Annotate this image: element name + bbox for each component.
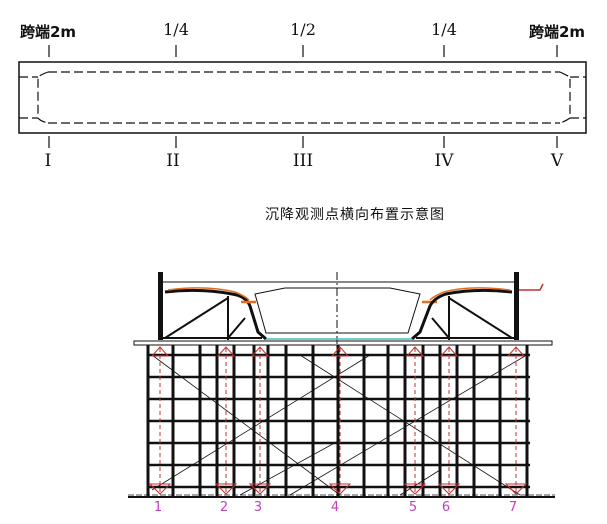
marker-7 [504,346,528,495]
support-scaffold [128,345,555,498]
label-midspan: 1/2 [290,20,316,39]
point-label-7: 7 [508,500,518,515]
marker-1 [148,346,172,495]
label-span-end-left: 跨端2m [19,23,77,41]
point-label-3: 3 [253,500,263,515]
marker-3 [248,346,272,495]
section-label-2: II [166,151,180,171]
marker-5 [403,346,427,495]
point-label-2: 2 [219,500,229,515]
diagram-title: 沉降观测点横向布置示意图 [265,207,445,223]
section-label-1: I [44,151,52,171]
beam-outline [18,61,587,134]
section-label-5: V [550,151,564,171]
settlement-markers [148,346,528,495]
point-label-5: 5 [408,500,418,515]
point-label-1: 1 [153,500,163,515]
inner-void-dashed [19,71,586,124]
label-span-end-right: 跨端2m [528,23,586,41]
section-ticks [48,45,558,148]
label-quarter-left: 1/4 [163,20,189,39]
marker-4 [328,346,352,495]
section-label-3: III [292,151,314,171]
marker-2 [214,346,238,495]
section-label-4: IV [434,151,454,171]
label-quarter-right: 1/4 [431,20,457,39]
point-label-6: 6 [441,500,451,515]
marker-6 [437,346,461,495]
point-label-4: 4 [330,500,340,515]
box-girder-cross-section [133,272,553,346]
